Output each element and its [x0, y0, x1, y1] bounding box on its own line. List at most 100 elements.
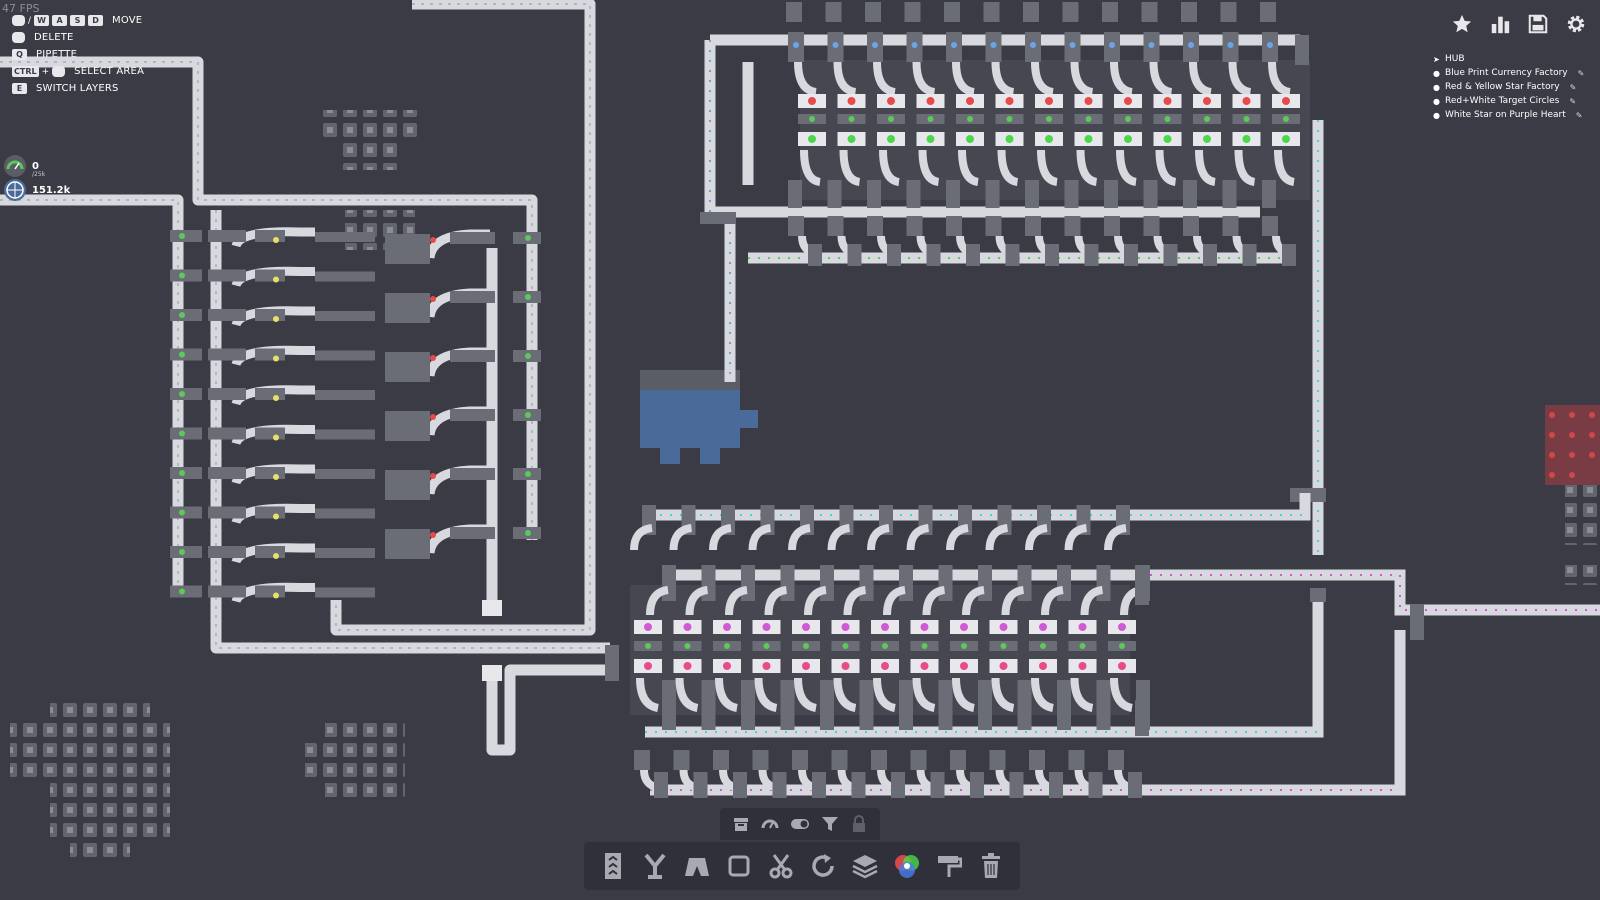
belt-segment[interactable] [958, 149, 979, 186]
machine[interactable] [1102, 2, 1118, 22]
machine[interactable] [208, 546, 246, 558]
machine[interactable] [701, 565, 716, 601]
machine[interactable] [385, 411, 430, 441]
machine[interactable] [1183, 180, 1197, 208]
machine[interactable] [1017, 680, 1032, 730]
belt-segment[interactable] [1001, 586, 1025, 616]
belt-segment[interactable] [873, 677, 896, 712]
machine[interactable] [1064, 216, 1081, 236]
machine[interactable] [1203, 244, 1217, 266]
machine[interactable] [906, 180, 921, 208]
machine[interactable] [605, 645, 619, 681]
machine[interactable] [985, 180, 1000, 208]
machine[interactable] [662, 565, 676, 601]
machine[interactable] [208, 585, 246, 598]
belt-segment[interactable] [1195, 149, 1216, 186]
belt-segment[interactable] [794, 677, 817, 712]
machine[interactable] [1025, 216, 1041, 236]
machine[interactable] [891, 772, 905, 798]
machine[interactable] [385, 234, 430, 264]
belt-segment[interactable] [800, 149, 821, 186]
belt-segment[interactable] [764, 586, 788, 616]
machine[interactable] [385, 352, 430, 382]
belt-segment[interactable] [827, 524, 851, 551]
machine[interactable] [985, 216, 1002, 236]
machine[interactable] [741, 680, 755, 730]
machine[interactable] [1222, 216, 1239, 236]
machine[interactable] [450, 232, 495, 244]
save-icon[interactable] [1526, 12, 1550, 36]
machine[interactable] [255, 348, 285, 361]
machine[interactable] [701, 680, 716, 730]
machine[interactable] [170, 585, 202, 598]
machine[interactable] [1220, 2, 1237, 22]
machine[interactable] [170, 348, 202, 361]
belt-segment[interactable] [754, 677, 778, 712]
cutter-icon[interactable] [767, 852, 795, 880]
machine[interactable] [946, 216, 962, 236]
machine[interactable] [859, 565, 874, 601]
trash-icon[interactable] [977, 852, 1005, 880]
machine[interactable] [315, 548, 375, 558]
filter-icon[interactable] [816, 810, 844, 838]
machine[interactable] [1104, 180, 1118, 208]
belt-segment[interactable] [991, 677, 1015, 712]
belt-segment[interactable] [1080, 586, 1104, 616]
belt-segment[interactable] [1037, 149, 1058, 186]
machine[interactable] [170, 506, 202, 519]
waypoint-item[interactable]: ●Red & Yellow Star Factory✎ [1433, 80, 1584, 94]
machine[interactable] [786, 2, 802, 22]
machine[interactable] [859, 680, 874, 730]
machine[interactable] [208, 467, 246, 479]
stacker-icon[interactable] [851, 852, 879, 880]
machine[interactable] [1128, 772, 1142, 798]
machine[interactable] [847, 244, 862, 266]
machine[interactable] [1049, 772, 1063, 798]
star-icon[interactable] [1450, 12, 1474, 36]
machine[interactable] [208, 506, 246, 519]
waypoint-item[interactable]: ●Blue Print Currency Factory✎ [1433, 66, 1584, 80]
belt-segment[interactable] [867, 524, 890, 551]
machine[interactable] [792, 750, 808, 770]
machine[interactable] [989, 750, 1006, 770]
machine[interactable] [1108, 750, 1124, 770]
machine[interactable] [385, 529, 430, 559]
machine[interactable] [867, 216, 883, 236]
machine[interactable] [808, 244, 822, 266]
machine[interactable] [899, 565, 913, 601]
machine[interactable] [170, 427, 202, 440]
machine[interactable] [208, 388, 246, 400]
machine[interactable] [910, 750, 927, 770]
machine[interactable] [983, 2, 1000, 22]
belt-segment[interactable] [906, 524, 930, 551]
machine[interactable] [1057, 565, 1071, 601]
blue-storage-block[interactable] [640, 370, 758, 464]
machine[interactable] [1064, 180, 1079, 208]
machine[interactable] [1045, 244, 1059, 266]
machine[interactable] [1222, 180, 1237, 208]
machine[interactable] [385, 293, 430, 323]
machine[interactable] [733, 772, 747, 798]
machine[interactable] [780, 680, 795, 730]
machine[interactable] [255, 309, 285, 321]
machine[interactable] [315, 429, 375, 440]
machine[interactable] [1143, 216, 1160, 236]
belt-segment[interactable] [839, 149, 861, 186]
machine[interactable] [788, 216, 804, 236]
machine[interactable] [255, 230, 285, 242]
edit-pencil-icon[interactable]: ✎ [1569, 96, 1577, 106]
waypoint-item[interactable]: ●Red+White Target Circles✎ [1433, 94, 1584, 108]
machine[interactable] [1005, 244, 1020, 266]
machine[interactable] [950, 750, 966, 770]
machine[interactable] [255, 506, 285, 519]
color-mixer-icon[interactable] [893, 852, 921, 880]
machine[interactable] [662, 680, 676, 730]
belt-segment[interactable] [985, 524, 1009, 551]
belt-segment[interactable] [685, 586, 709, 616]
machine[interactable] [170, 388, 202, 400]
belt-segment[interactable] [997, 149, 1019, 186]
machine[interactable] [1023, 2, 1039, 22]
belt-segment[interactable] [1155, 149, 1177, 186]
belt-segment[interactable] [1031, 61, 1054, 96]
